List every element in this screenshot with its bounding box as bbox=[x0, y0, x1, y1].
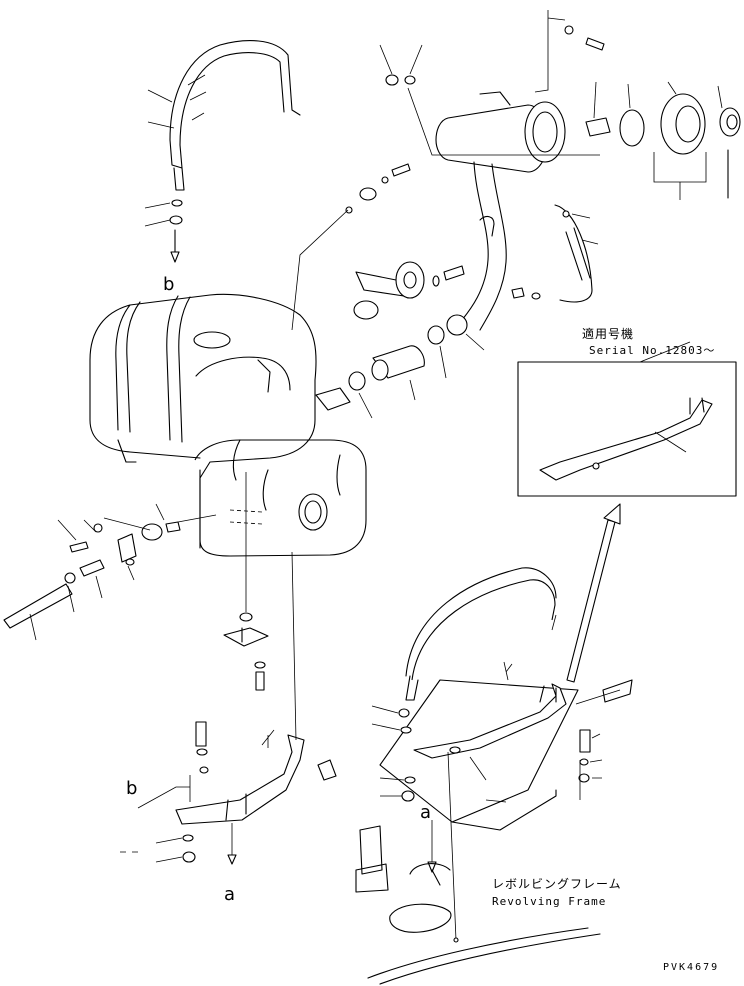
revolving-frame-label-en: Revolving Frame bbox=[492, 895, 606, 908]
label-b-top: b bbox=[163, 274, 174, 295]
breather-hose bbox=[511, 204, 599, 303]
revolving-frame-assembly bbox=[355, 567, 633, 985]
revolving-frame-label-jp: レボルビングフレーム bbox=[492, 877, 622, 891]
fuel-tank bbox=[89, 293, 367, 557]
arrow-to-inset bbox=[566, 503, 621, 683]
inset-box bbox=[517, 341, 737, 497]
drain-fittings bbox=[3, 503, 217, 641]
drawing-code: PVK4679 bbox=[663, 962, 719, 973]
gauge-assembly bbox=[291, 163, 465, 331]
inset-title-jp: 適用号機 bbox=[582, 326, 634, 341]
hose-and-clamps bbox=[348, 314, 485, 419]
tank-mount-bracket bbox=[120, 472, 337, 865]
label-a-frame: a bbox=[420, 802, 431, 823]
inset-serial: Serial No.12803～ bbox=[589, 344, 715, 357]
filler-cap-parts bbox=[585, 81, 741, 200]
filler-bolts-top bbox=[379, 10, 605, 156]
filler-pipe bbox=[435, 91, 566, 331]
band-nut-washer bbox=[144, 199, 183, 263]
label-b-bottom: b bbox=[126, 778, 137, 799]
tank-band-top bbox=[147, 40, 301, 191]
label-a-bottom: a bbox=[224, 884, 235, 905]
